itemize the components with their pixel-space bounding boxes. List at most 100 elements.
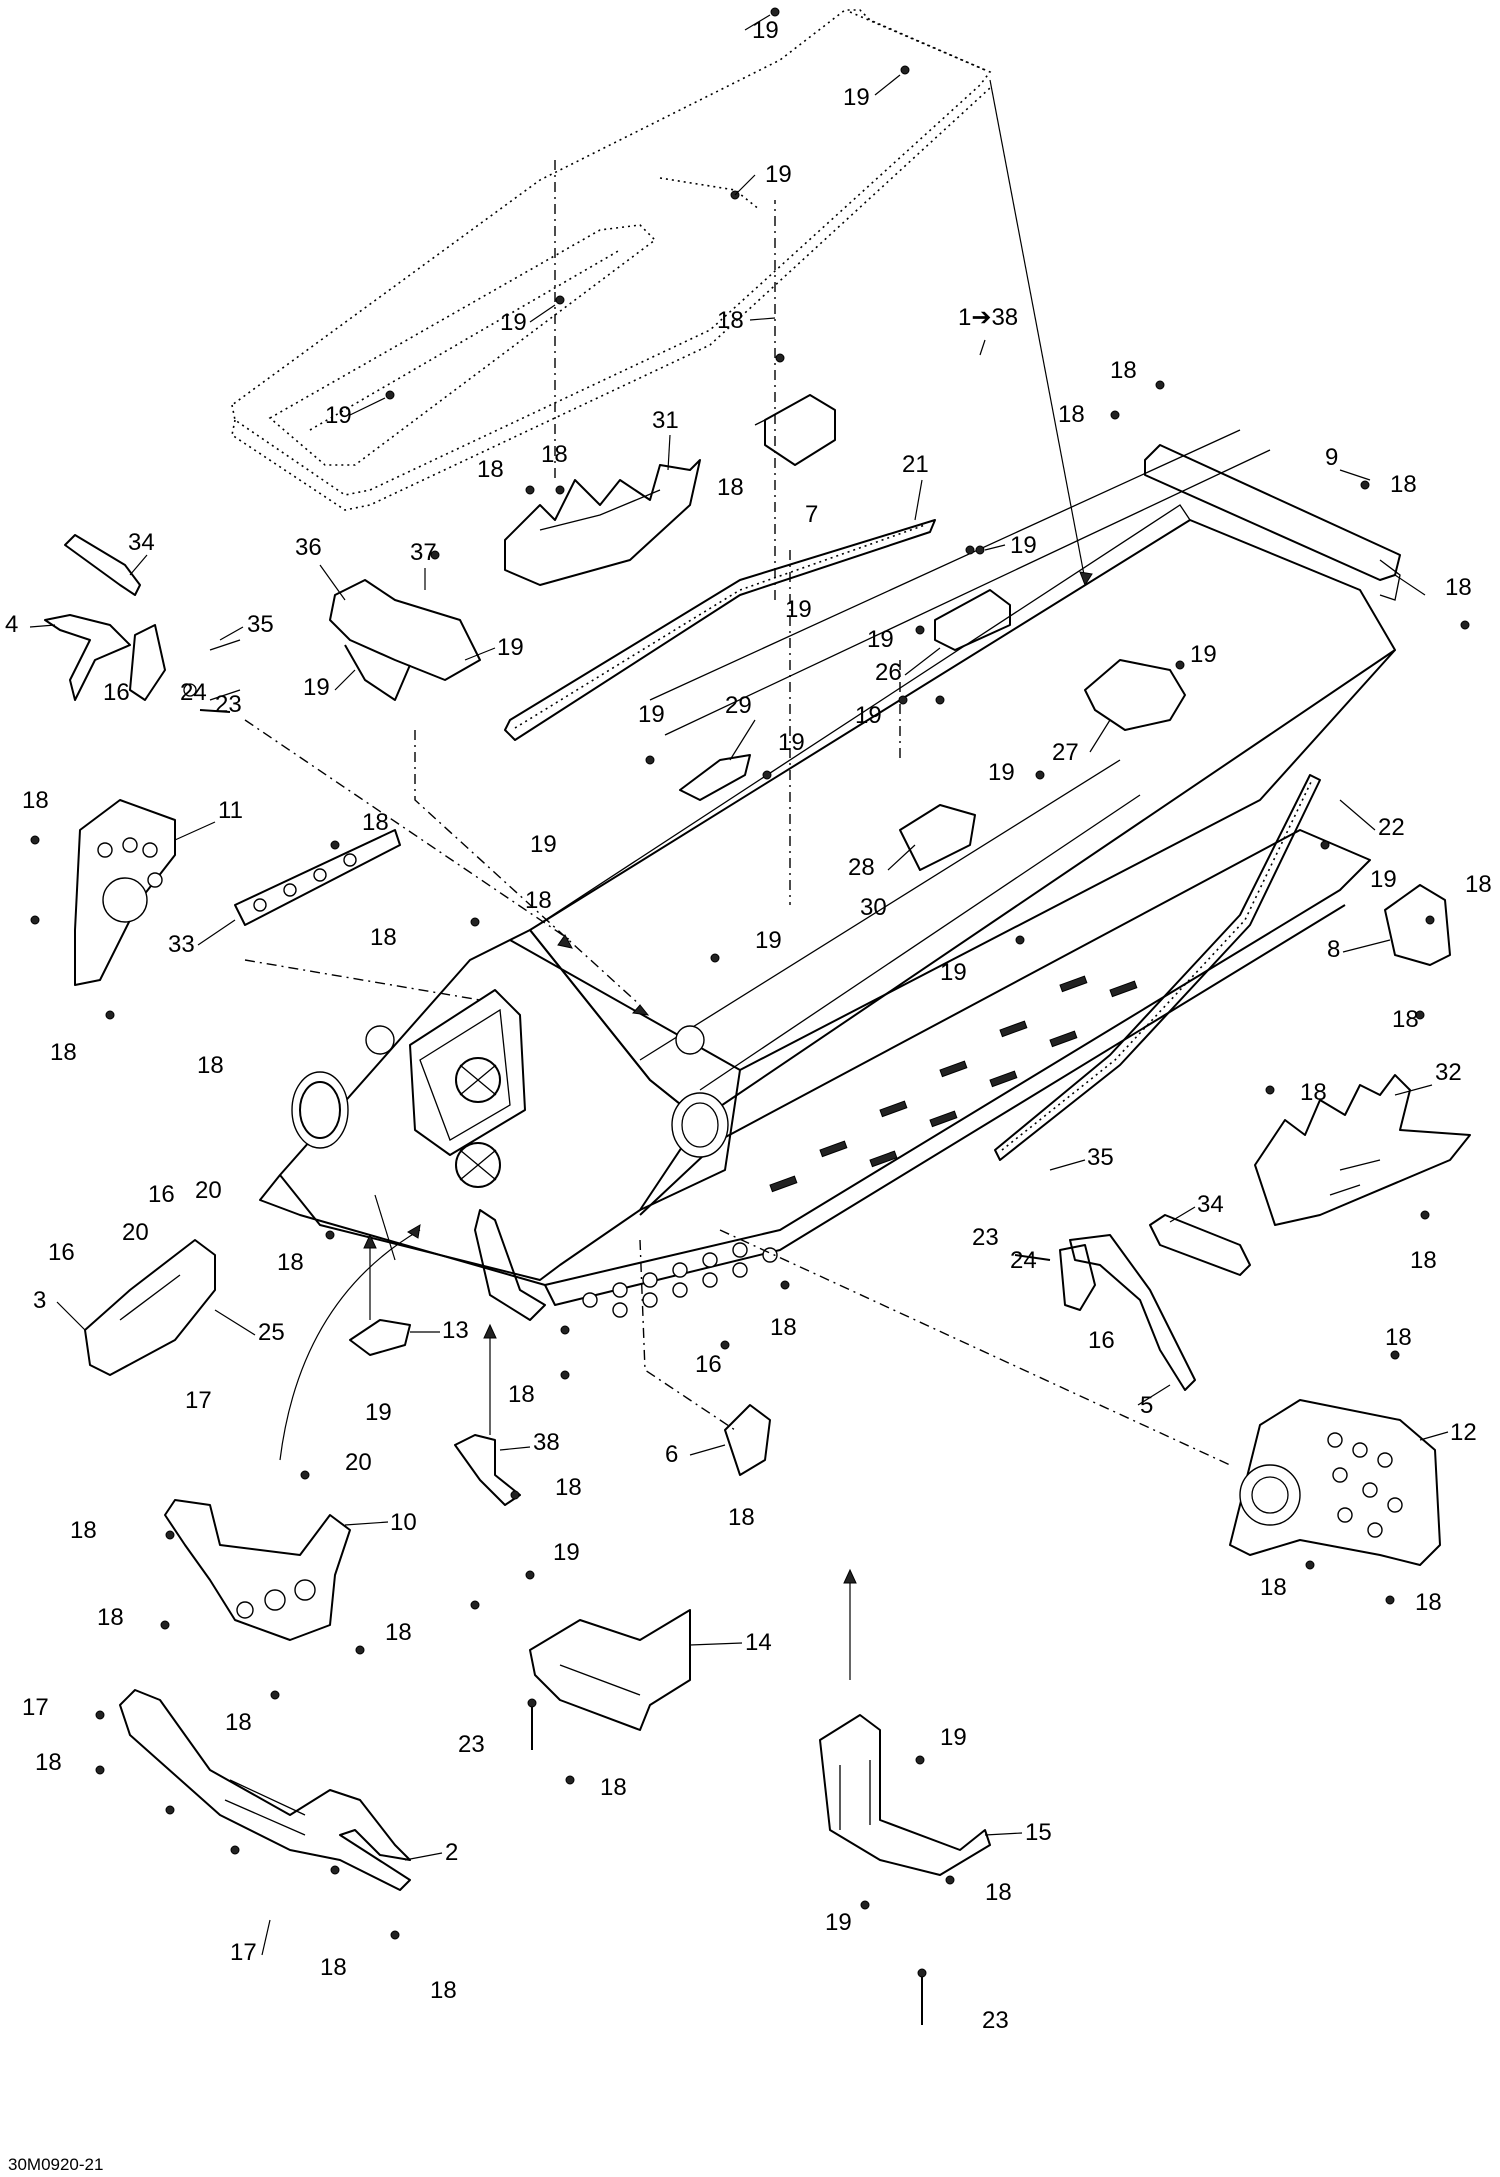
callout-16: 16 xyxy=(1088,1327,1115,1354)
callout-1-to-38: 1➔38 xyxy=(958,304,1018,331)
part-15 xyxy=(819,1714,991,1876)
callout-25: 25 xyxy=(258,1319,285,1346)
callout-labels: 19 19 19 19 19 18 31 18 18 18 7 21 1➔38 … xyxy=(5,17,1492,2034)
callout-15: 15 xyxy=(1025,1819,1052,1846)
callout-6: 6 xyxy=(665,1441,678,1468)
callout-10: 10 xyxy=(390,1509,417,1536)
callout-19: 19 xyxy=(988,759,1015,786)
floor-slots xyxy=(769,975,1138,1193)
part-38 xyxy=(454,1434,521,1506)
callout-29: 29 xyxy=(725,692,752,719)
callout-3: 3 xyxy=(33,1287,46,1314)
callout-18: 18 xyxy=(385,1619,412,1646)
callout-11: 11 xyxy=(218,797,243,824)
screw-markers xyxy=(30,7,1470,1940)
part-2 xyxy=(119,1689,411,1891)
callout-28: 28 xyxy=(848,854,875,881)
callout-16: 16 xyxy=(148,1181,175,1208)
callout-19: 19 xyxy=(1190,641,1217,668)
callout-35: 35 xyxy=(247,611,274,638)
callout-33: 33 xyxy=(168,931,195,958)
part-11 xyxy=(74,799,176,986)
callout-19: 19 xyxy=(1010,532,1037,559)
callout-5: 5 xyxy=(1140,1392,1153,1419)
diagram-code: 30M0920-21 xyxy=(8,2155,103,2174)
callout-18: 18 xyxy=(770,1314,797,1341)
label-leaders xyxy=(29,14,1449,1956)
callout-36: 36 xyxy=(295,534,322,561)
callout-18: 18 xyxy=(97,1604,124,1631)
leader-lines xyxy=(244,79,1231,1680)
callout-18: 18 xyxy=(1110,357,1137,384)
callout-23: 23 xyxy=(982,2007,1009,2034)
callout-19: 19 xyxy=(825,1909,852,1936)
callout-18: 18 xyxy=(1392,1006,1419,1033)
part-8 xyxy=(1384,884,1451,966)
part-32 xyxy=(1254,1074,1471,1226)
callout-26: 26 xyxy=(875,659,902,686)
part-33 xyxy=(234,829,401,926)
callout-19: 19 xyxy=(778,729,805,756)
callout-20: 20 xyxy=(345,1449,372,1476)
callout-16: 16 xyxy=(695,1351,722,1378)
callout-18: 18 xyxy=(728,1504,755,1531)
callout-18: 18 xyxy=(22,787,49,814)
callout-17: 17 xyxy=(230,1939,257,1966)
callout-14: 14 xyxy=(745,1629,772,1656)
part-10 xyxy=(164,1499,351,1641)
callout-18: 18 xyxy=(508,1381,535,1408)
tunnel-cover-outline xyxy=(231,9,992,511)
callout-19: 19 xyxy=(940,959,967,986)
part-26 xyxy=(934,589,1011,651)
callout-4: 4 xyxy=(5,611,18,638)
rear-bracket-9 xyxy=(1144,444,1401,601)
part-7 xyxy=(754,394,836,466)
callout-7: 7 xyxy=(805,501,818,528)
part-6 xyxy=(724,1404,771,1476)
callout-18: 18 xyxy=(1058,401,1085,428)
callout-18: 18 xyxy=(600,1774,627,1801)
callout-18: 18 xyxy=(50,1039,77,1066)
callout-19: 19 xyxy=(553,1539,580,1566)
callout-19: 19 xyxy=(843,84,870,111)
slide-rail-22 xyxy=(994,774,1321,1161)
callout-27: 27 xyxy=(1052,739,1079,766)
callout-18: 18 xyxy=(717,307,744,334)
callout-34: 34 xyxy=(128,529,155,556)
callout-19: 19 xyxy=(1370,866,1397,893)
callout-19: 19 xyxy=(940,1724,967,1751)
callout-23: 23 xyxy=(972,1224,999,1251)
callout-18: 18 xyxy=(1300,1079,1327,1106)
callout-9: 9 xyxy=(1325,444,1338,471)
part-36 xyxy=(329,579,481,701)
callout-38: 38 xyxy=(533,1429,560,1456)
part-3 xyxy=(84,1239,216,1376)
part-29 xyxy=(679,754,751,801)
callout-32: 32 xyxy=(1435,1059,1462,1086)
callout-30: 30 xyxy=(860,894,887,921)
callout-24: 24 xyxy=(1010,1247,1037,1274)
callout-2: 2 xyxy=(445,1839,458,1866)
direction-arrows xyxy=(363,571,1093,1584)
callout-16: 16 xyxy=(103,679,130,706)
callout-18: 18 xyxy=(430,1977,457,2004)
callout-20: 20 xyxy=(195,1177,222,1204)
part-30 xyxy=(899,804,976,871)
callout-19: 19 xyxy=(638,701,665,728)
part-31 xyxy=(504,459,701,586)
long-bolts xyxy=(199,709,1051,2025)
callout-18: 18 xyxy=(1465,871,1492,898)
callout-19: 19 xyxy=(755,927,782,954)
callout-18: 18 xyxy=(225,1709,252,1736)
callout-35: 35 xyxy=(1087,1144,1114,1171)
callout-18: 18 xyxy=(985,1879,1012,1906)
callout-17: 17 xyxy=(185,1387,212,1414)
handle-assembly-right xyxy=(1059,1214,1251,1391)
callout-19: 19 xyxy=(530,831,557,858)
callout-20: 20 xyxy=(122,1219,149,1246)
callout-19: 19 xyxy=(365,1399,392,1426)
callout-18: 18 xyxy=(1390,471,1417,498)
callout-18: 18 xyxy=(320,1954,347,1981)
callout-12: 12 xyxy=(1450,1419,1477,1446)
